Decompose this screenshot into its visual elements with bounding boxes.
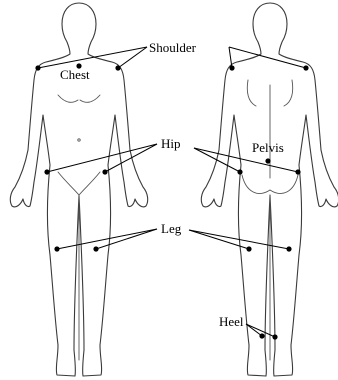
back-buttock-right <box>270 175 298 194</box>
marker-leg-front-right <box>93 246 98 251</box>
marker-shoulder-front-left <box>35 65 40 70</box>
marker-pelvis <box>265 158 270 163</box>
marker-leg-front-left <box>54 246 59 251</box>
front-groin-line <box>58 172 100 195</box>
hip-leader-front-left <box>47 144 157 172</box>
marker-heel-left <box>259 333 264 338</box>
front-chest-line-left <box>58 95 78 102</box>
back-buttock-left <box>242 175 270 194</box>
hip-leader-back-left <box>194 148 240 172</box>
label-shoulder: Shoulder <box>149 40 197 55</box>
marker-leg-back-right <box>286 246 291 251</box>
front-figure <box>10 3 147 376</box>
shoulder-leader-back-right <box>229 47 306 68</box>
label-pelvis: Pelvis <box>252 140 284 155</box>
marker-hip-front-right <box>102 169 107 174</box>
marker-hip-back-left <box>237 169 242 174</box>
shoulder-leader-front-left <box>38 47 147 68</box>
marker-heel-right <box>272 334 277 339</box>
back-scapula-left <box>247 80 256 106</box>
label-chest: Chest <box>60 67 90 82</box>
front-navel <box>78 139 80 141</box>
leg-leader-front-left <box>57 229 157 249</box>
marker-points <box>35 63 308 339</box>
labels: Shoulder Chest Hip Pelvis Leg Heel <box>60 40 284 329</box>
marker-hip-front-left <box>44 169 49 174</box>
marker-hip-back-right <box>295 169 300 174</box>
marker-shoulder-back-left <box>229 65 234 70</box>
label-hip: Hip <box>161 136 181 151</box>
front-chest-line-right <box>80 95 100 102</box>
marker-leg-back-left <box>246 246 251 251</box>
label-heel: Heel <box>219 314 244 329</box>
hip-leader-front-right <box>105 144 157 172</box>
marker-shoulder-front-right <box>115 65 120 70</box>
back-scapula-right <box>284 80 293 106</box>
shoulder-leader-back-left <box>229 47 232 68</box>
marker-shoulder-back-right <box>303 65 308 70</box>
label-leg: Leg <box>161 221 182 236</box>
